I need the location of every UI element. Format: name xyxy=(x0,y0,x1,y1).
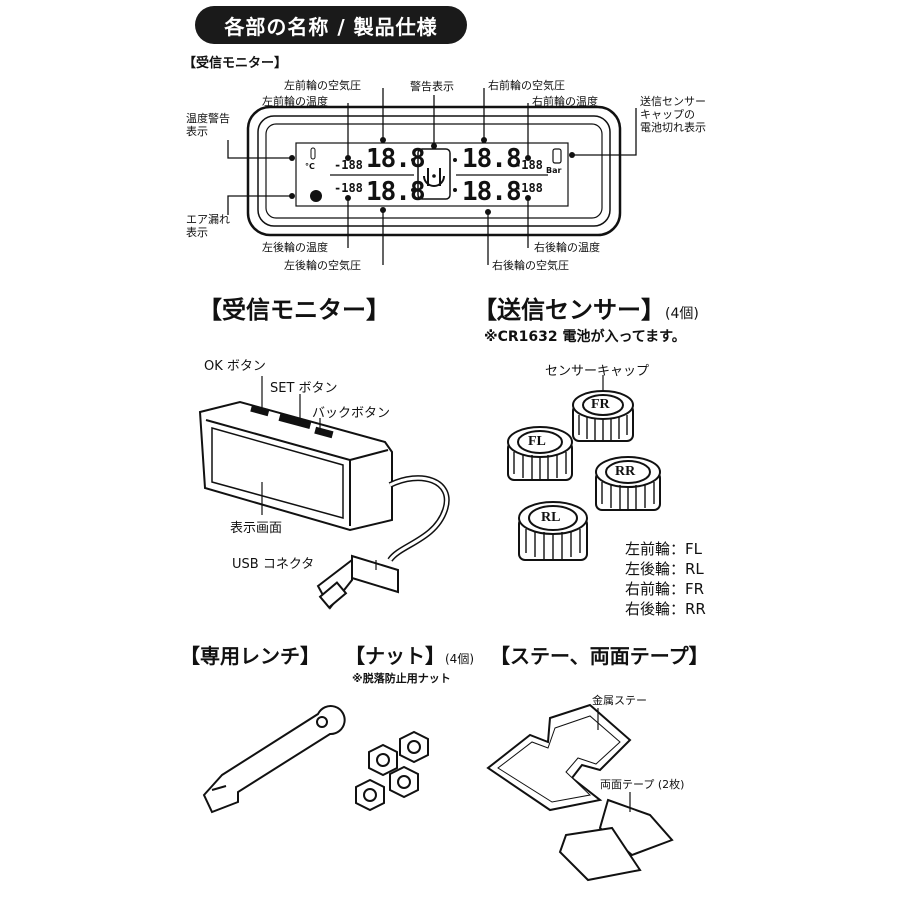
label-rl-pressure: 左後輪の空気圧 xyxy=(284,259,361,272)
callout-lines xyxy=(227,88,637,265)
sensor-caps xyxy=(507,390,661,561)
label-warning: 警告表示 xyxy=(410,80,454,93)
label-metal-stay: 金属ステー xyxy=(592,694,647,707)
wrench-section-title: 【専用レンチ】 xyxy=(180,644,320,668)
nut-section-heading: 【ナット】(4個) xyxy=(345,640,474,669)
receiver-monitor-device xyxy=(198,400,450,610)
tire-legend-item: 左後輪：RL xyxy=(625,560,704,578)
cap-fl-label: FL xyxy=(528,434,546,449)
label-fl-temp: 左前輪の温度 xyxy=(262,95,328,108)
fr-temp-digits: -188 xyxy=(514,158,543,172)
nut-note: ※脱落防止用ナット xyxy=(352,672,451,685)
rl-pressure-digits: 18.8 xyxy=(366,177,426,207)
tire-legend: 左前輪：FL 左後輪：RL 右前輪：FR 右後輪：RR xyxy=(625,539,706,619)
label-sensor-cap: センサーキャップ xyxy=(545,364,650,379)
label-battery: 送信センサー キャップの 電池切れ表示 xyxy=(640,95,706,134)
label-temp-warning: 温度警告 表示 xyxy=(186,112,230,138)
label-fr-temp: 右前輪の温度 xyxy=(532,95,598,108)
bar-unit: Bar xyxy=(546,166,562,175)
label-fl-pressure: 左前輪の空気圧 xyxy=(284,79,361,92)
tire-legend-item: 右前輪：FR xyxy=(625,580,705,598)
nut-count: (4個) xyxy=(445,652,474,666)
cap-rr-label: RR xyxy=(615,464,636,479)
label-rl-temp: 左後輪の温度 xyxy=(262,241,328,254)
label-usb-connector: USB コネクタ xyxy=(232,557,315,572)
monitor-section-title: 【受信モニター】 xyxy=(198,296,390,324)
monitor-diagram-label: 【受信モニター】 xyxy=(183,56,288,71)
tire-legend-item: 左前輪：FL xyxy=(625,540,702,558)
label-air-leak: エア漏れ 表示 xyxy=(186,213,230,239)
rl-temp-digits: -188 xyxy=(334,181,363,195)
stay-section-title: 【ステー、両面テープ】 xyxy=(490,644,709,668)
label-ok-button: OK ボタン xyxy=(204,359,266,374)
label-rr-temp: 右後輪の温度 xyxy=(534,241,600,254)
tape-illustration xyxy=(558,798,674,882)
cap-fr-label: FR xyxy=(591,397,610,412)
fl-pressure-digits: 18.8 xyxy=(366,144,426,174)
metal-stay-illustration xyxy=(486,703,632,812)
rr-pressure-digits: 18.8 xyxy=(462,177,522,207)
label-set-button: SET ボタン xyxy=(270,381,338,396)
label-display-screen: 表示画面 xyxy=(230,521,283,536)
fr-pressure-digits: 18.8 xyxy=(462,144,522,174)
rr-temp-digits: -188 xyxy=(514,181,543,195)
cap-rl-label: RL xyxy=(541,510,561,525)
celsius-unit: °C xyxy=(305,162,315,171)
label-back-button: バックボタン xyxy=(312,406,391,421)
tire-legend-item: 右後輪：RR xyxy=(625,600,706,618)
sensor-battery-note: ※CR1632 電池が入ってます。 xyxy=(484,329,686,345)
label-fr-pressure: 右前輪の空気圧 xyxy=(488,79,565,92)
label-double-sided-tape: 両面テープ (2枚) xyxy=(600,778,685,791)
nuts-illustration xyxy=(355,730,429,812)
nut-section-title: 【ナット】 xyxy=(345,644,445,668)
sensor-section-heading: 【送信センサー】(4個) xyxy=(473,290,699,325)
fl-temp-digits: -188 xyxy=(334,158,363,172)
sensor-count: (4個) xyxy=(665,306,699,322)
label-rr-pressure: 右後輪の空気圧 xyxy=(492,259,569,272)
sensor-section-title: 【送信センサー】 xyxy=(473,296,665,324)
wrench-illustration xyxy=(202,705,346,814)
page-title: 各部の名称 / 製品仕様 xyxy=(195,6,467,44)
